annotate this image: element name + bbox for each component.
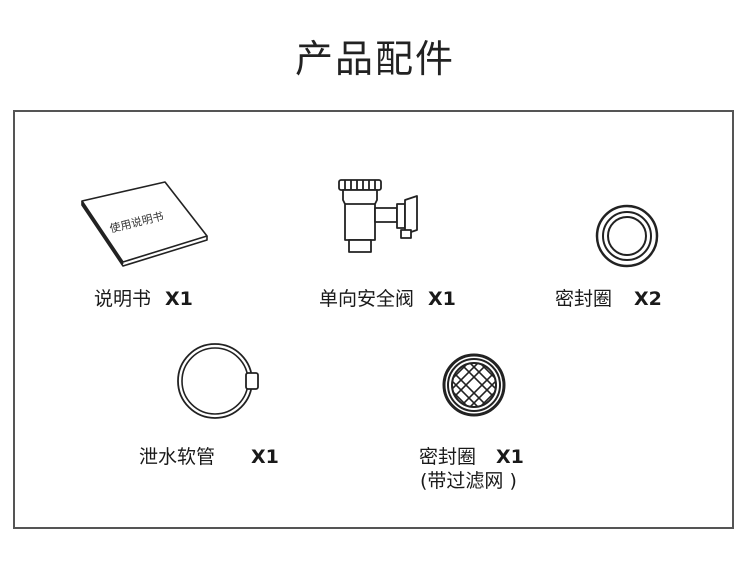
item-name: 泄水软管 xyxy=(139,446,216,468)
item-name: 说明书 xyxy=(94,288,152,310)
item-sub-filter-seal-ring: (带过滤网 ) xyxy=(420,470,517,492)
item-label-filter-seal-ring: 密封圈 X1 xyxy=(419,442,524,469)
accessories-panel: 使用说明书 说明书 X1 单向安全阀 X1 xyxy=(13,110,734,529)
page-title: 产品配件 xyxy=(294,37,455,81)
item-label-safety-valve: 单向安全阀 X1 xyxy=(319,284,456,311)
item-name: 密封圈 xyxy=(555,288,613,310)
item-qty: X1 xyxy=(165,288,193,310)
drain-hose-icon xyxy=(175,340,265,428)
filter-seal-ring-icon xyxy=(441,352,507,422)
item-label-manual: 说明书 X1 xyxy=(94,284,193,311)
safety-valve-icon xyxy=(331,178,431,262)
item-name: 密封圈 xyxy=(419,446,477,468)
item-qty: X1 xyxy=(428,288,456,310)
item-qty: X1 xyxy=(496,446,524,468)
item-qty: X1 xyxy=(251,446,279,468)
item-qty: X2 xyxy=(634,288,662,310)
manual-icon: 使用说明书 xyxy=(77,174,217,273)
seal-ring-icon xyxy=(594,203,660,273)
item-label-drain-hose: 泄水软管 X1 xyxy=(139,442,279,469)
item-name: 单向安全阀 xyxy=(319,288,415,310)
item-label-seal-ring: 密封圈 X2 xyxy=(555,284,662,311)
